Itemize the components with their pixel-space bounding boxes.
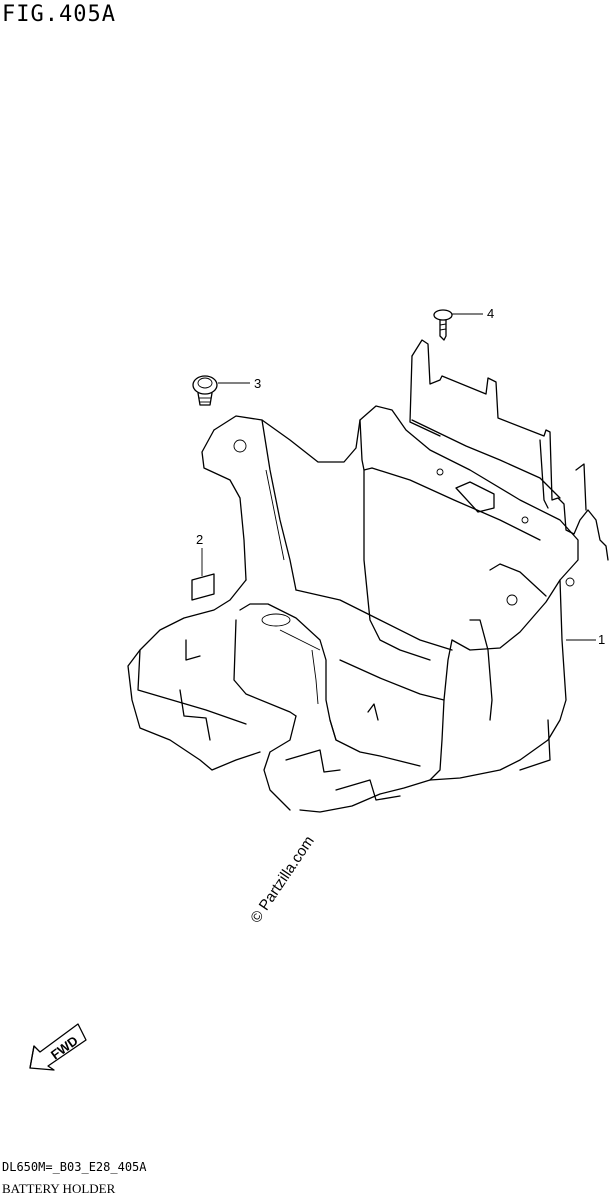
callout-1[interactable]: 1	[598, 632, 605, 647]
figure-title: FIG.405A	[2, 2, 116, 27]
fwd-label: FWD	[48, 1033, 81, 1063]
pad-part-2[interactable]	[191, 573, 215, 601]
callout-4[interactable]: 4	[487, 306, 494, 321]
diagram-caption: BATTERY HOLDER	[2, 1181, 116, 1196]
screw-part-4[interactable]	[433, 309, 453, 341]
model-code: DL650M=_B03_E28_405A	[2, 1160, 147, 1174]
callout-3[interactable]: 3	[254, 376, 261, 391]
battery-holder-part-1[interactable]	[127, 339, 609, 813]
bolt-part-3[interactable]	[192, 375, 218, 406]
callout-2[interactable]: 2	[196, 532, 203, 547]
watermark-text: © Partzilla.com	[247, 833, 318, 926]
fwd-arrow-icon: FWD	[29, 1023, 87, 1071]
